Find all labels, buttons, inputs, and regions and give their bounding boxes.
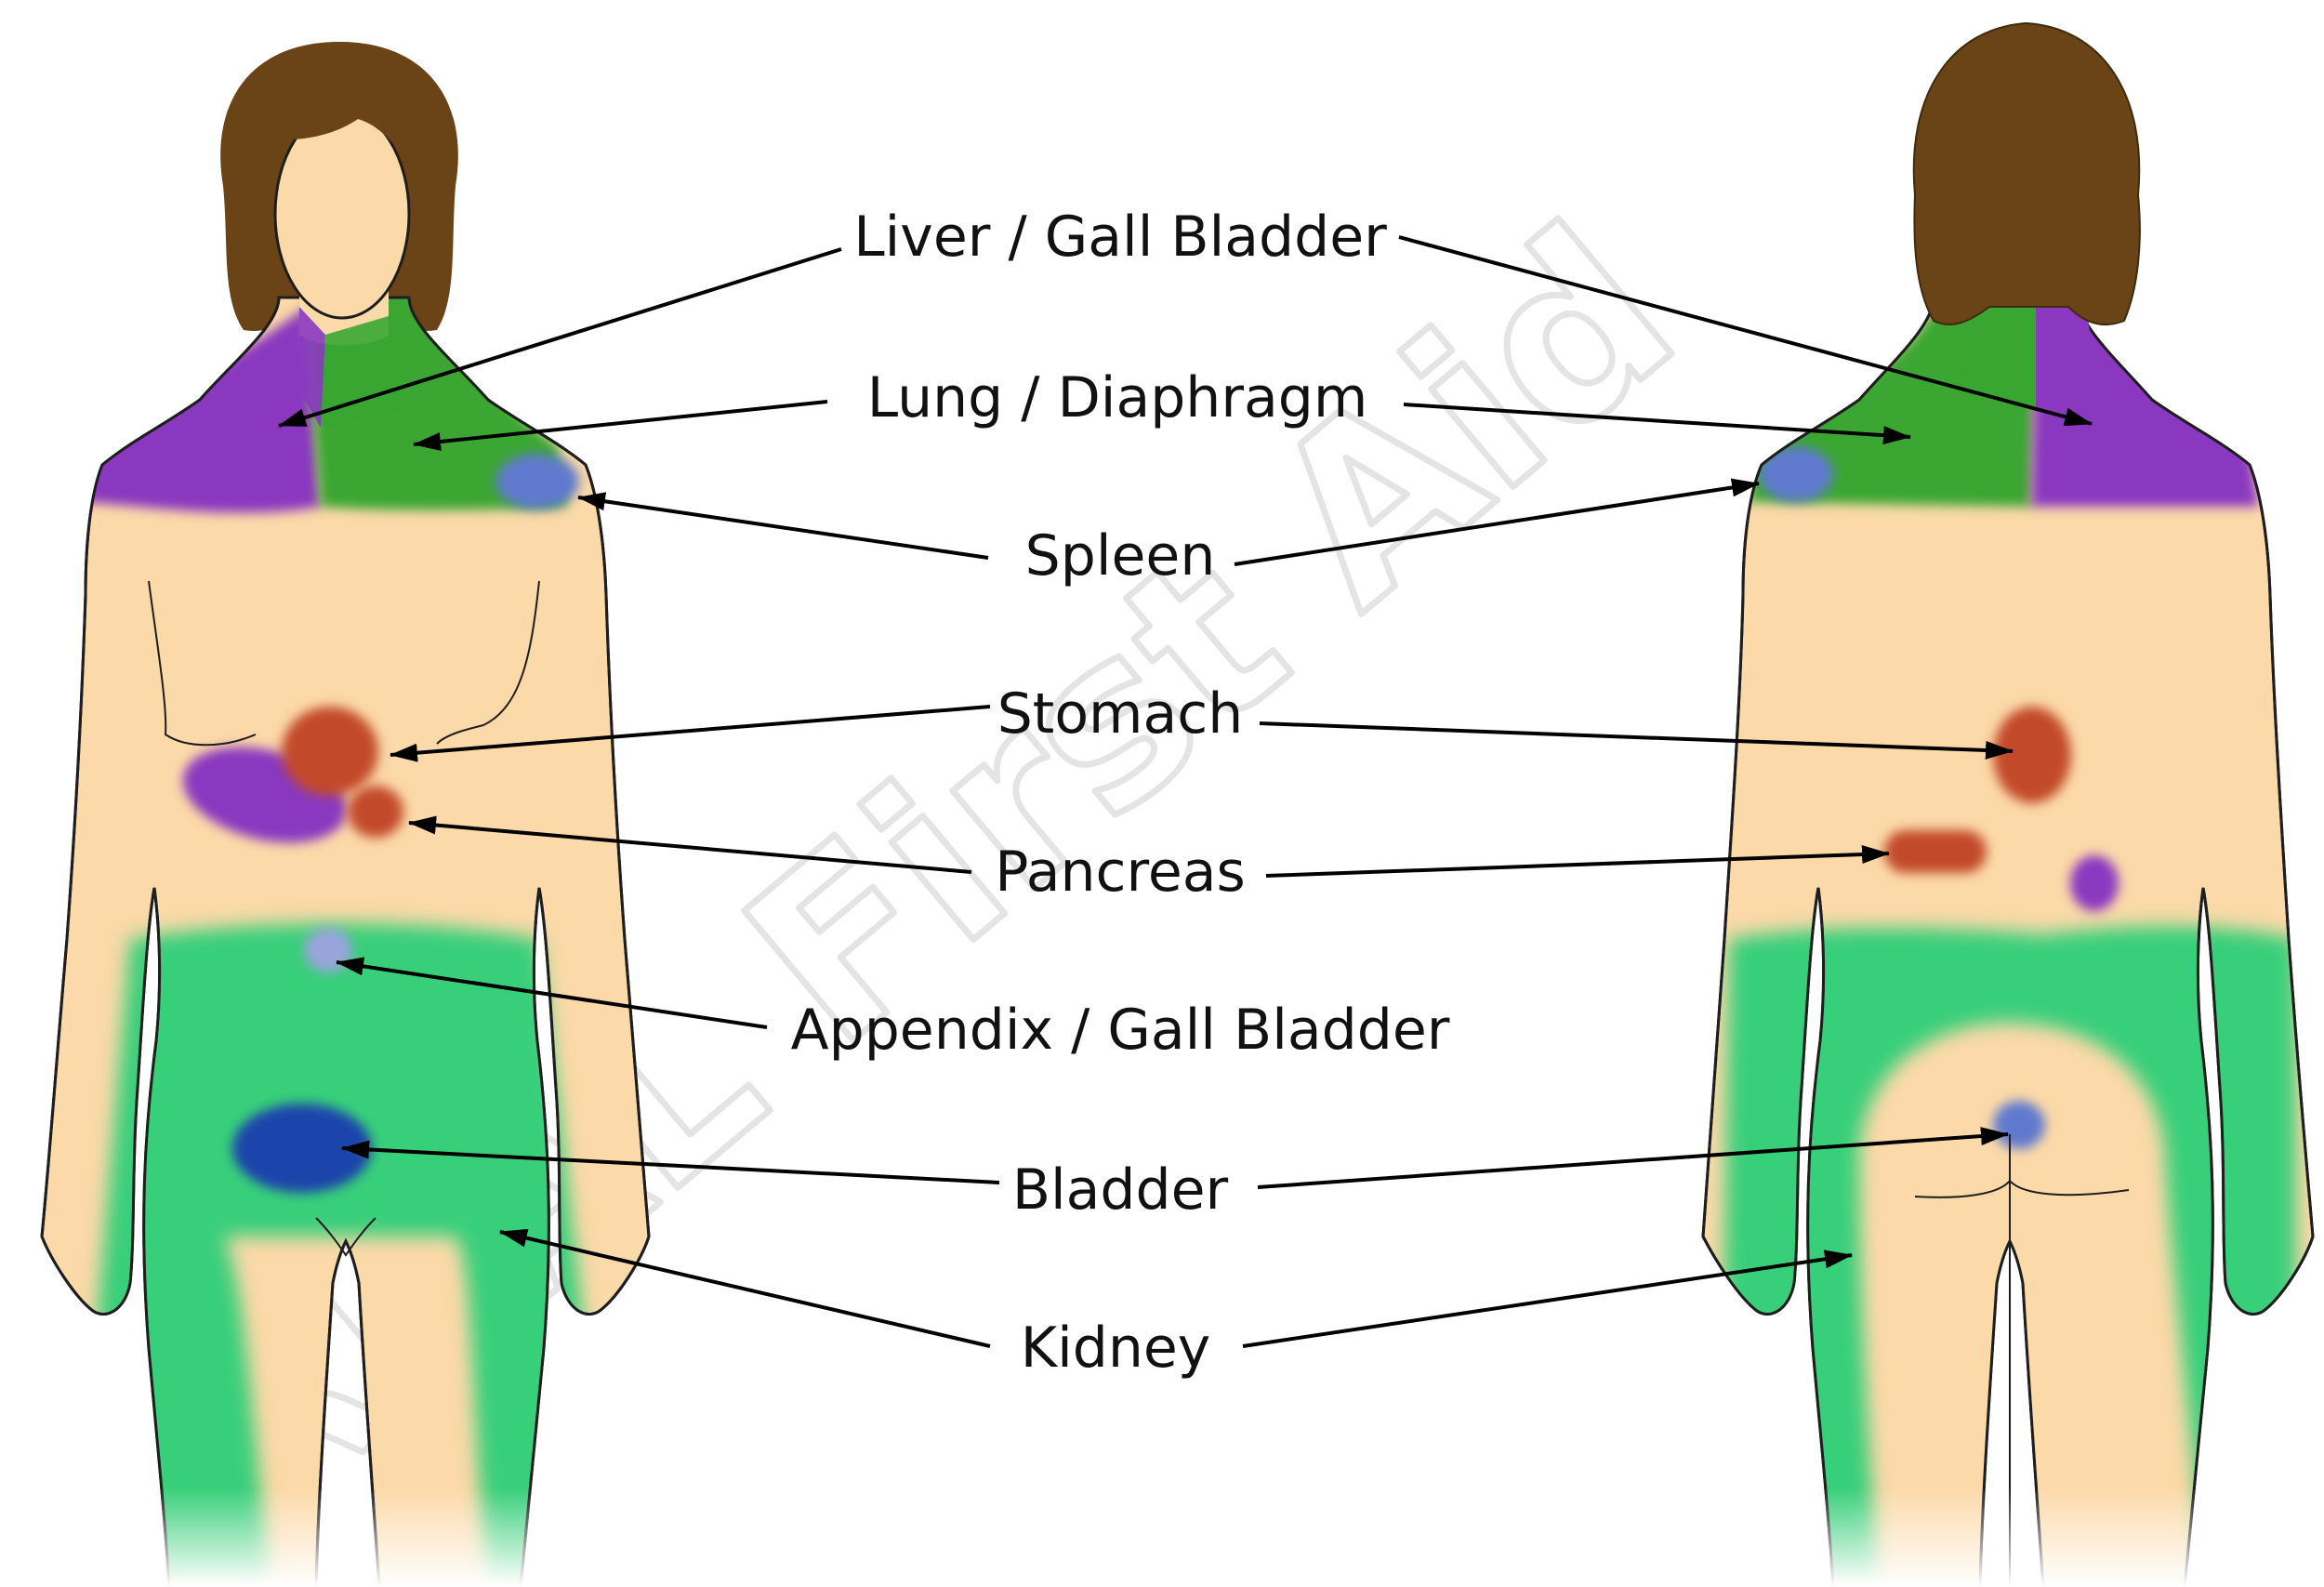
arrow-appendix-front: [336, 957, 768, 1029]
front-figure: [40, 42, 651, 1587]
front-neck-lung: [321, 316, 409, 428]
back-figure: [1701, 21, 2315, 1587]
arrow-pancreas-back: [1265, 845, 1890, 878]
arrow-stomach-front: [390, 705, 991, 762]
front-hair-fringe: [273, 76, 416, 195]
arrow-liver-back: [1398, 235, 2093, 427]
back-buttock-skin: [1859, 1023, 2203, 1587]
arrows: [278, 235, 2093, 1348]
front-spleen-zone: [495, 454, 579, 509]
label-pancreas: Pancreas: [995, 840, 1246, 905]
label-kidney: Kidney: [1020, 1316, 1211, 1381]
arrow-kidney-back: [1242, 1250, 1853, 1348]
front-stomach-zone: [282, 707, 378, 796]
label-stomach: Stomach: [997, 681, 1244, 747]
arrow-liver-front: [278, 247, 842, 428]
front-neck-liver: [299, 307, 325, 428]
arrow-lung-back: [1403, 403, 1911, 445]
arrow-lung-front: [413, 400, 828, 451]
front-bladder-zone: [232, 1104, 372, 1193]
front-kidney-zone: [74, 923, 614, 1587]
back-stomach-zone: [1993, 707, 2071, 803]
back-bladder-zone: [1993, 1101, 2045, 1149]
back-liver-abdomen-zone: [2070, 855, 2119, 911]
arrow-bladder-front: [341, 1140, 1000, 1184]
back-spleen-zone: [1759, 446, 1833, 502]
arrow-spleen-back: [1234, 478, 1760, 566]
front-face: [273, 108, 411, 320]
front-appendix-zone: [304, 928, 352, 972]
front-liver-zone: [84, 307, 321, 513]
label-liver-gall-bladder: Liver / Gall Bladder: [853, 205, 1387, 270]
front-pancreas-zone: [348, 786, 403, 838]
label-lung-diaphragm: Lung / Diaphragm: [866, 365, 1368, 430]
back-pancreas-zone: [1884, 830, 1987, 873]
label-appendix-gall-bladder: Appendix / Gall Bladder: [790, 998, 1450, 1063]
arrow-stomach-back: [1259, 721, 2014, 760]
label-bladder: Bladder: [1011, 1157, 1229, 1223]
arrow-pancreas-front: [408, 815, 972, 874]
arrow-spleen-front: [577, 492, 989, 560]
arrow-bladder-back: [1257, 1127, 2009, 1189]
back-hair: [1912, 21, 2141, 325]
label-spleen: Spleen: [1024, 523, 1216, 589]
arrow-kidney-front: [499, 1228, 991, 1348]
